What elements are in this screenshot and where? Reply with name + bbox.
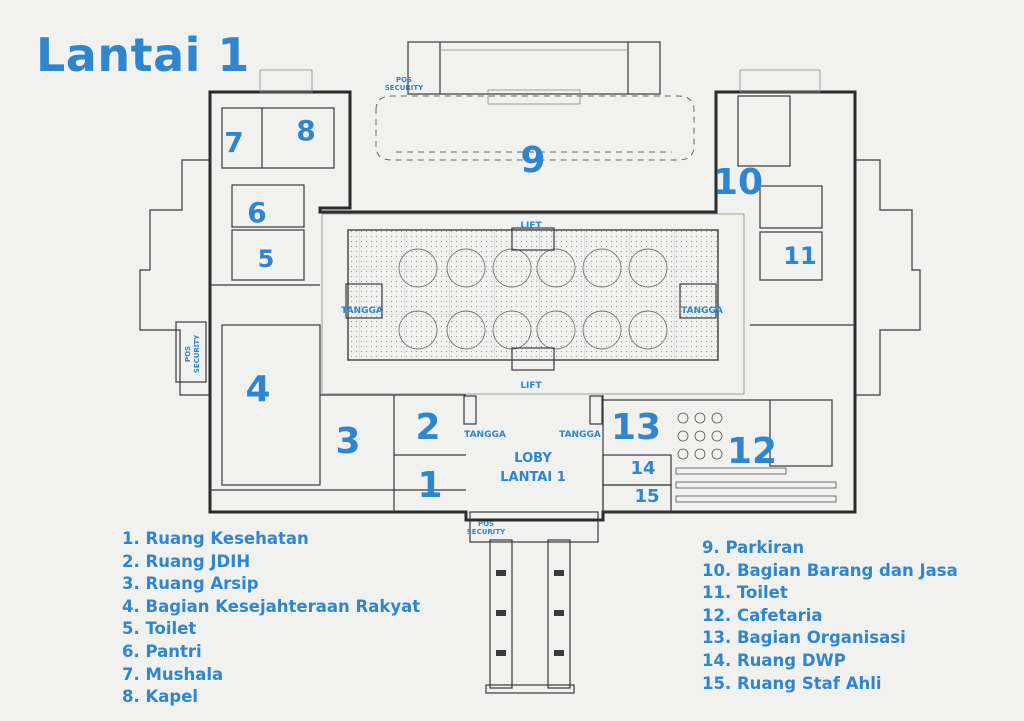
room-number-14: 14: [630, 458, 655, 479]
lobby-stairs: [463, 395, 603, 425]
stairs-label: TANGGA: [341, 306, 383, 316]
room-number-3: 3: [335, 421, 360, 462]
room-number-7: 7: [224, 126, 243, 159]
room-number-9: 9: [520, 140, 545, 181]
legend-item: 10. Bagian Barang dan Jasa: [702, 560, 958, 580]
legend-item: 7. Mushala: [122, 664, 224, 684]
room-number-8: 8: [296, 114, 315, 147]
pos-security-label: SECURITY: [193, 334, 201, 373]
legend-item: 15. Ruang Staf Ahli: [702, 673, 882, 693]
lobby-label: LANTAI 1: [500, 470, 566, 485]
side-porches: [139, 69, 921, 396]
legend-left: 1. Ruang Kesehatan 2. Ruang JDIH 3. Ruan…: [122, 528, 420, 709]
legend-item: 5. Toilet: [122, 619, 197, 639]
room-number-15: 15: [634, 486, 659, 507]
room-number-13: 13: [611, 407, 661, 448]
page-title: Lantai 1: [36, 28, 250, 82]
room-number-11: 11: [783, 242, 816, 270]
lift-label: LIFT: [520, 381, 542, 391]
stairs-label: TANGGA: [464, 430, 506, 440]
pos-security-label: SECURITY: [467, 528, 506, 536]
pos-security-label: SECURITY: [385, 84, 424, 92]
room-number-10: 10: [713, 162, 763, 203]
legend-item: 3. Ruang Arsip: [122, 574, 259, 594]
courtyard: [321, 213, 745, 395]
room-numbers: 1 2 3 4 5 6 7 8 9 10 11 12 13 14 15: [224, 114, 816, 507]
legend-item: 11. Toilet: [702, 583, 788, 603]
entrance-walkway: [469, 511, 599, 694]
legend-right: 9. Parkiran 10. Bagian Barang dan Jasa 1…: [702, 537, 958, 695]
outer-walls: [208, 90, 857, 522]
room-number-2: 2: [415, 407, 440, 448]
lift-label: LIFT: [520, 221, 542, 231]
stairs-label: TANGGA: [559, 430, 601, 440]
plan-labels: POS SECURITY POS SECURITY POS SECURITY L…: [184, 76, 723, 536]
legend-item: 12. Cafetaria: [702, 605, 823, 625]
parking-canopy: [375, 41, 695, 161]
pos-security-label: POS: [478, 520, 494, 528]
legend-item: 2. Ruang JDIH: [122, 551, 251, 571]
lobby-label: LOBY: [514, 451, 552, 466]
legend-item: 6. Pantri: [122, 641, 202, 661]
room-number-5: 5: [258, 245, 275, 273]
stairs-label: TANGGA: [681, 306, 723, 316]
legend-item: 13. Bagian Organisasi: [702, 628, 906, 648]
legend-item: 14. Ruang DWP: [702, 650, 846, 670]
room-number-1: 1: [417, 465, 442, 506]
room-number-4: 4: [245, 369, 270, 410]
pos-security-label: POS: [396, 76, 412, 84]
legend-item: 9. Parkiran: [702, 538, 805, 557]
pos-security-label: POS: [184, 346, 192, 362]
room-number-6: 6: [247, 196, 266, 229]
legend-item: 1. Ruang Kesehatan: [122, 529, 309, 548]
cafeteria-tables: [675, 412, 837, 503]
room-number-12: 12: [727, 431, 777, 472]
legend-item: 4. Bagian Kesejahteraan Rakyat: [122, 596, 421, 616]
legend-item: 8. Kapel: [122, 687, 199, 707]
